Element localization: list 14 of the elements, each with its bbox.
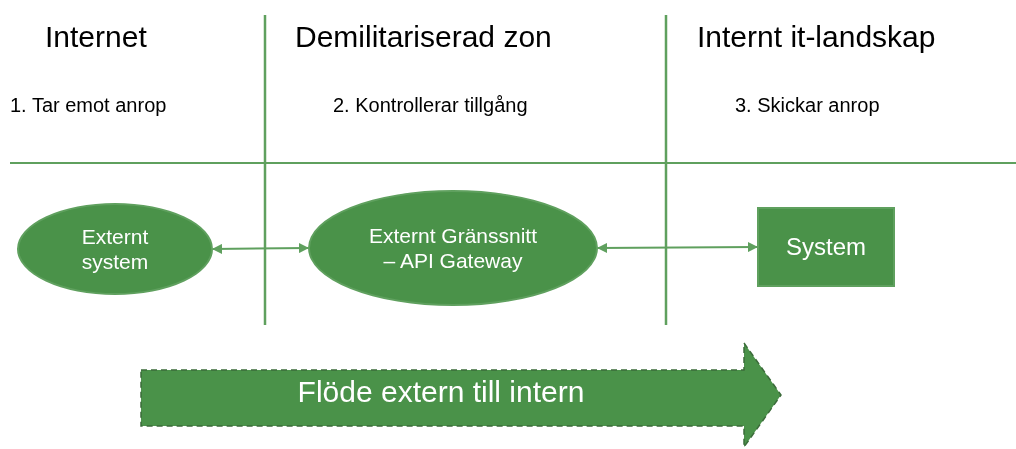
double-arrow xyxy=(597,242,758,253)
zone-heading: Internt it-landskap xyxy=(697,20,936,54)
node-label: Externt Gränssnitt – API Gateway xyxy=(368,222,538,274)
zone-heading: Internet xyxy=(45,20,147,54)
step-label: 3. Skickar anrop xyxy=(735,94,880,117)
block-arrow xyxy=(140,342,782,448)
node-label: Externt system xyxy=(80,223,150,275)
node-label: Flöde extern till intern xyxy=(297,374,585,410)
step-label: 1. Tar emot anrop xyxy=(10,94,167,117)
step-label: 2. Kontrollerar tillgång xyxy=(333,94,528,117)
zone-heading: Demilitariserad zon xyxy=(295,20,552,54)
process-box xyxy=(757,207,895,287)
node-label: System xyxy=(786,232,866,262)
double-arrow xyxy=(212,243,309,254)
